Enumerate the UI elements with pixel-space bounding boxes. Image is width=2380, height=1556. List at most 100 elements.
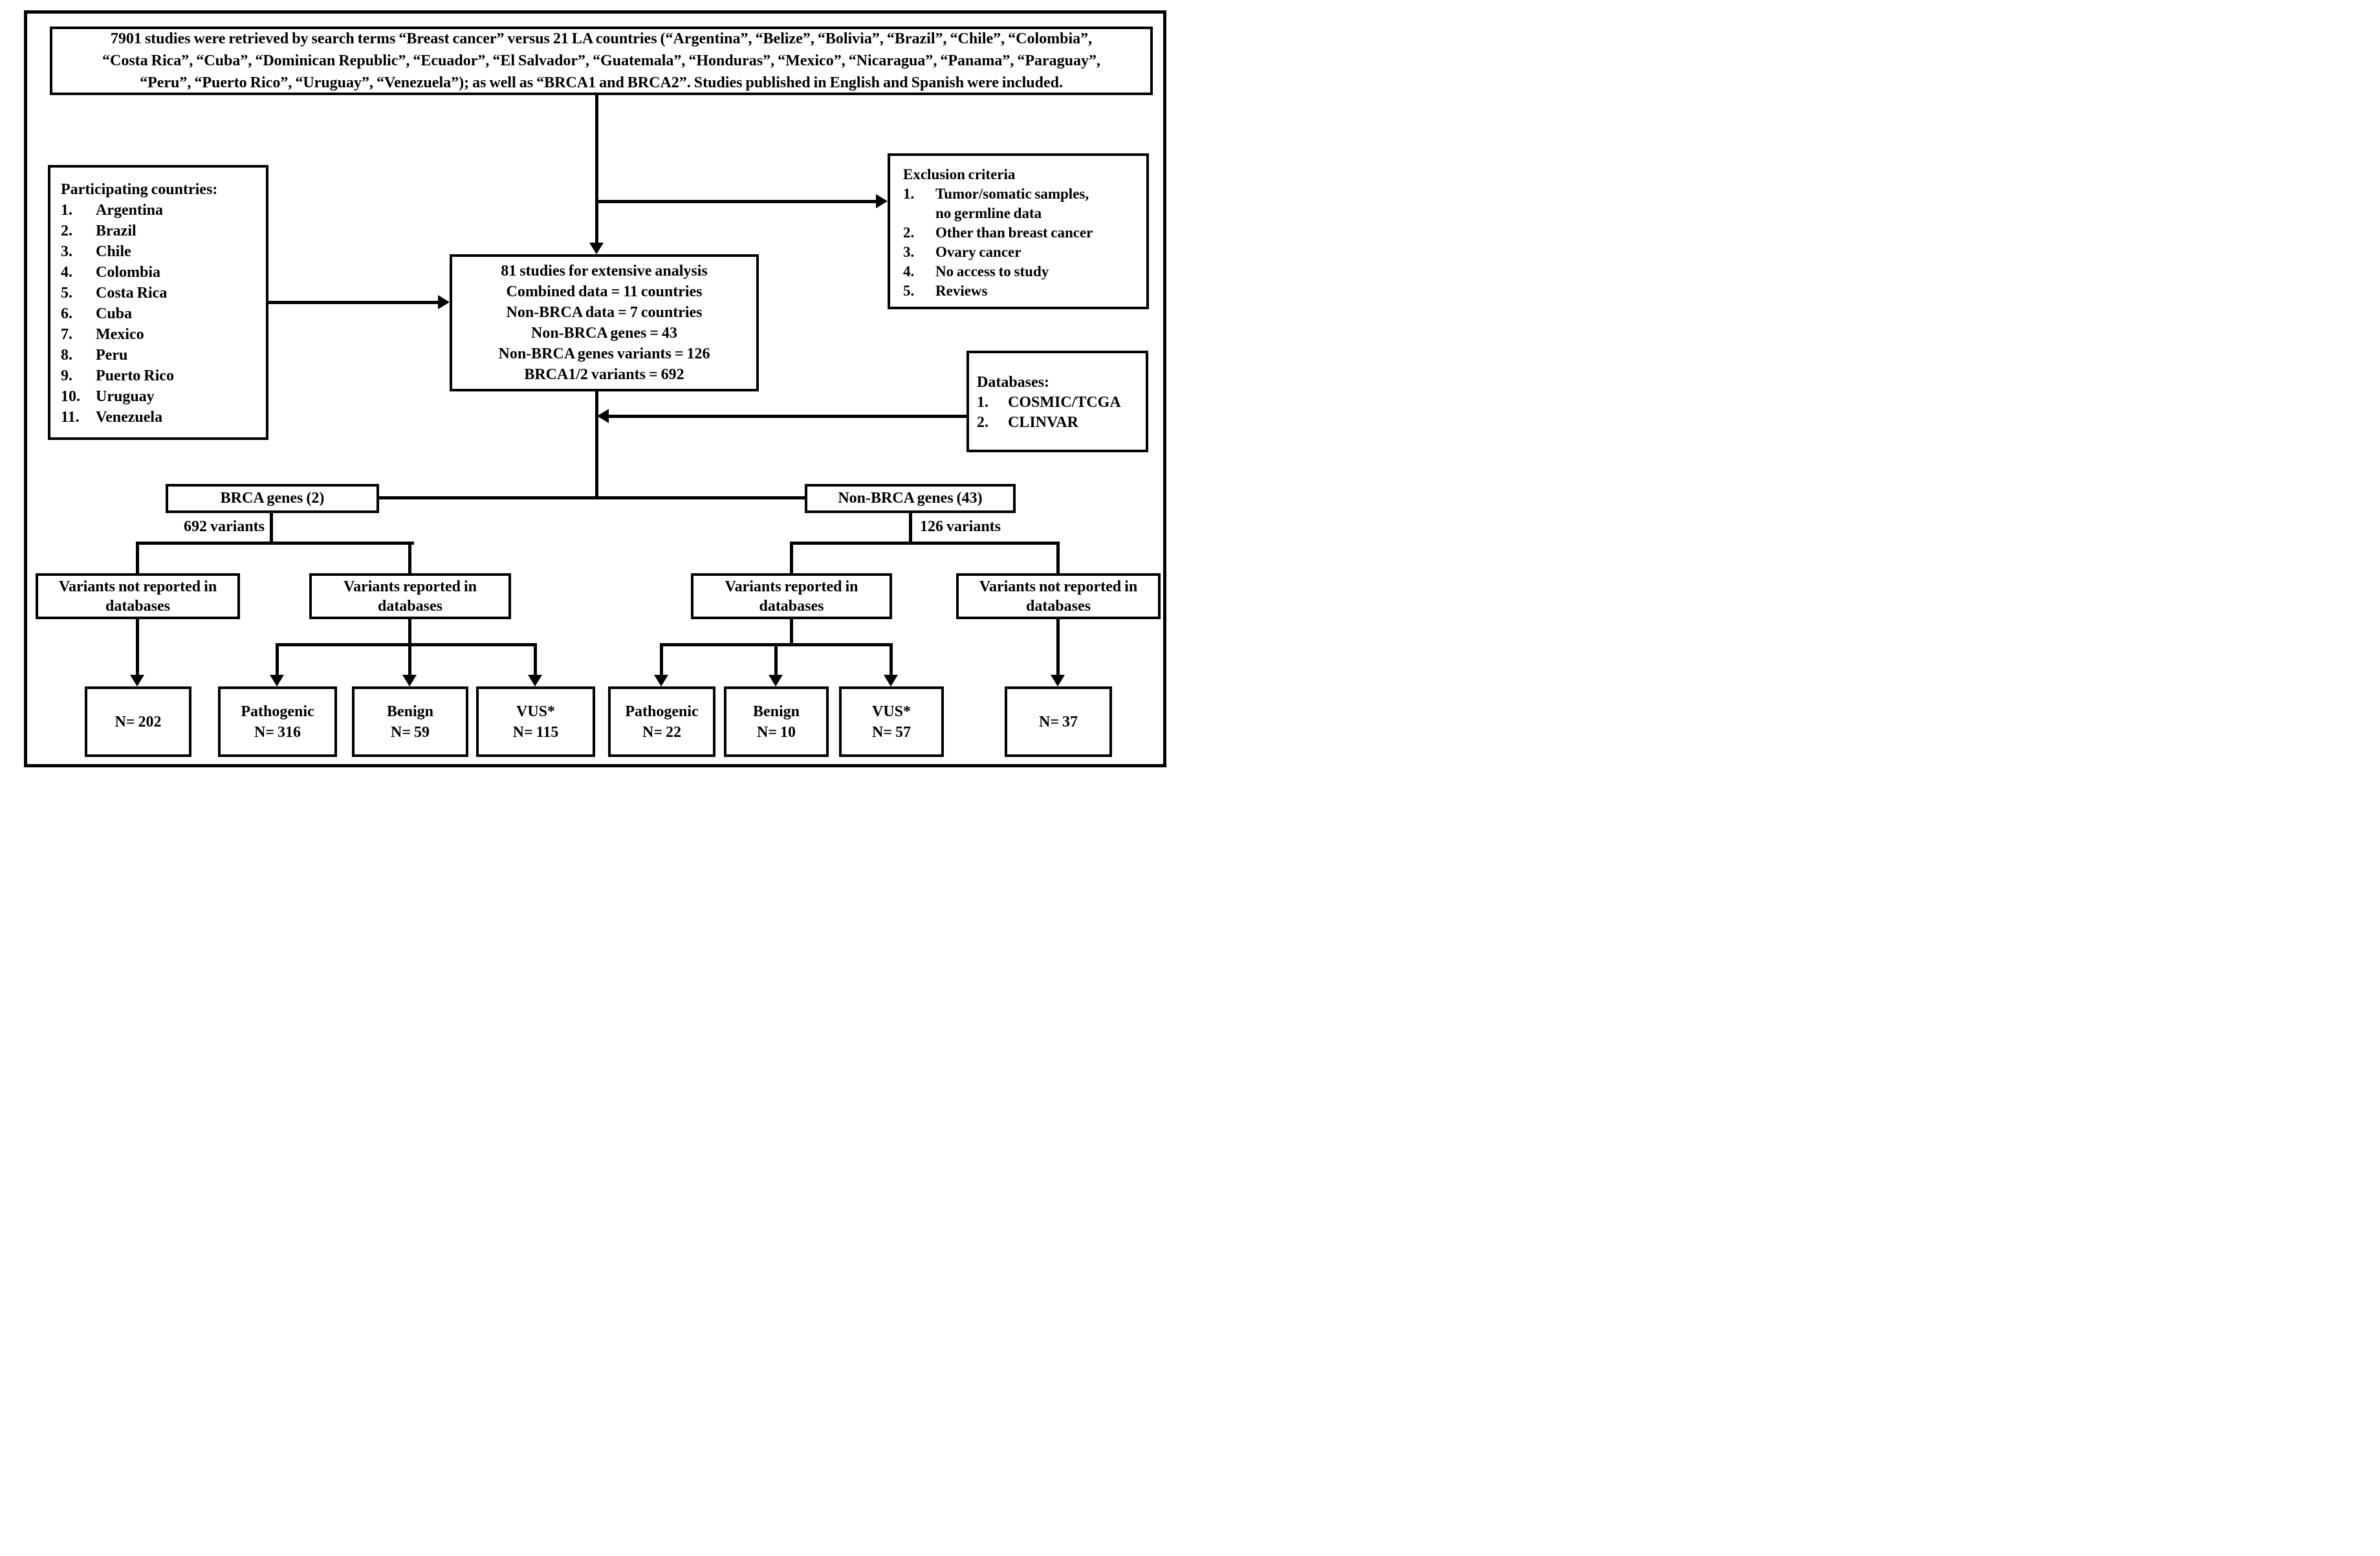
connector-to-pathogenic-left xyxy=(276,646,279,675)
analysis-line-nonbrca-variants: Non-BRCA genes variants = 126 xyxy=(498,345,710,362)
list-item-text: Colombia xyxy=(96,264,161,281)
connector-countries-to-analysis xyxy=(268,301,440,304)
nonbrca-not-reported-box: Variants not reported in databases xyxy=(956,573,1161,619)
list-item: 1. Tumor/somatic samples, no germline dat… xyxy=(903,184,1089,223)
classification-label: Pathogenic xyxy=(241,703,314,720)
count-value: N= 59 xyxy=(390,723,430,741)
list-item: 1. Argentina xyxy=(61,200,163,221)
list-item-text: Argentina xyxy=(96,202,163,219)
connector-brca-split-left-stub xyxy=(136,542,139,573)
arrowhead-into-benign-left xyxy=(402,675,417,686)
list-item: 10. Uruguay xyxy=(61,386,155,407)
list-item: 3. Ovary cancer xyxy=(903,243,1021,262)
connector-nonbrca-split-left-stub xyxy=(790,542,793,573)
list-item-number: 2. xyxy=(977,414,988,431)
list-item: 6.Cuba xyxy=(61,303,132,324)
analysis-summary-box: 81 studies for extensive analysis Combin… xyxy=(450,254,759,391)
list-item-text: Tumor/somatic samples, no germline data xyxy=(935,186,1089,221)
classification-label: VUS* xyxy=(871,703,911,720)
arrowhead-into-benign-right xyxy=(769,675,783,686)
list-item-number: 9. xyxy=(61,367,72,384)
analysis-line-studies: 81 studies for extensive analysis xyxy=(501,263,708,279)
analysis-line-combined: Combined data = 11 countries xyxy=(506,283,703,300)
connector-brca-notreported-drop xyxy=(136,619,139,675)
brca-genes-label: BRCA genes (2) xyxy=(220,490,325,507)
connector-brca-classification-split xyxy=(276,643,537,646)
list-item-text: Puerto Rico xyxy=(96,367,174,384)
analysis-line-brca-variants: BRCA1/2 variants = 692 xyxy=(524,366,684,383)
connector-gene-boxes xyxy=(379,496,805,499)
list-item-number: 8. xyxy=(61,347,72,364)
list-item-text: Mexico xyxy=(96,326,144,343)
connector-nonbrca-notreported-drop xyxy=(1056,619,1060,675)
nonbrca-not-reported-label: Variants not reported in databases xyxy=(979,578,1138,615)
list-item-text: Reviews xyxy=(935,283,988,299)
list-item: 5.Costa Rica xyxy=(61,283,167,303)
connector-to-vus-right xyxy=(890,646,893,675)
list-item-number: 2. xyxy=(903,225,915,241)
brca-not-reported-box: Variants not reported in databases xyxy=(36,573,240,619)
connector-to-pathogenic-right xyxy=(660,646,663,675)
brca-not-reported-count-box: N= 202 xyxy=(85,686,191,757)
brca-benign-box: Benign N= 59 xyxy=(352,686,468,757)
connector-to-benign-right xyxy=(774,646,778,675)
count-value: N= 37 xyxy=(1038,713,1078,730)
brca-reported-label: Variants reported in databases xyxy=(343,578,477,615)
list-item-number: 1. xyxy=(977,394,988,411)
connector-brca-reported-drop xyxy=(408,619,411,646)
arrowhead-into-exclusion-box xyxy=(876,194,888,208)
brca-reported-box: Variants reported in databases xyxy=(309,573,511,619)
nonbrca-genes-box: Non-BRCA genes (43) xyxy=(805,484,1016,513)
list-item: 2.CLINVAR xyxy=(977,413,1078,433)
nonbrca-variants-count-label: 126 variants xyxy=(920,518,1001,535)
nonbrca-not-reported-count-box: N= 37 xyxy=(1005,686,1112,757)
count-value: N= 202 xyxy=(115,713,162,730)
arrowhead-into-vus-right xyxy=(884,675,898,686)
nonbrca-reported-label: Variants reported in databases xyxy=(725,578,858,615)
list-item-text: Uruguay xyxy=(96,388,155,405)
arrowhead-into-n202 xyxy=(130,675,144,686)
analysis-line-nonbrca-genes: Non-BRCA genes = 43 xyxy=(530,325,678,342)
search-summary-line-3: “Peru”, “Puerto Rico”, “Uruguay”, “Venez… xyxy=(140,74,1063,91)
exclusion-criteria-title: Exclusion criteria xyxy=(903,166,1016,182)
list-item-number: 2. xyxy=(61,223,72,239)
list-item-number: 1. xyxy=(61,202,72,219)
brca-pathogenic-box: Pathogenic N= 316 xyxy=(218,686,337,757)
connector-nonbrca-classification-split xyxy=(660,643,893,646)
connector-nonbrca-split-right-stub xyxy=(1056,542,1060,573)
list-item: 2.Brazil xyxy=(61,221,136,241)
participating-countries-title: Participating countries: xyxy=(61,181,218,198)
nonbrca-vus-box: VUS* N= 57 xyxy=(839,686,944,757)
search-summary-line-2: “Costa Rica”, “Cuba”, “Dominican Republi… xyxy=(102,52,1101,69)
count-value: N= 10 xyxy=(756,723,796,741)
list-item-number: 10. xyxy=(61,388,80,405)
connector-nonbrca-reported-drop xyxy=(790,619,793,646)
brca-genes-box: BRCA genes (2) xyxy=(166,484,379,513)
list-item-text: Costa Rica xyxy=(96,285,168,301)
arrowhead-into-pathogenic-right xyxy=(654,675,668,686)
arrowhead-into-pathogenic-left xyxy=(270,675,284,686)
list-item-number: 3. xyxy=(903,244,915,260)
connector-databases-to-main xyxy=(609,415,966,418)
connector-nonbrca-split xyxy=(790,542,1060,545)
count-value: N= 115 xyxy=(512,723,559,741)
outer-frame xyxy=(24,10,1166,767)
list-item-number: 3. xyxy=(61,243,72,260)
connector-brca-drop xyxy=(270,513,273,545)
list-item: 11.Venezuela xyxy=(61,407,162,428)
classification-label: Benign xyxy=(386,703,434,720)
list-item-number: 4. xyxy=(903,263,915,279)
flow-diagram: 7901 studies were retrieved by search te… xyxy=(0,0,1190,778)
arrowhead-countries-into-analysis xyxy=(438,295,450,309)
brca-variants-count-label: 692 variants xyxy=(184,518,265,535)
list-item-text: Ovary cancer xyxy=(935,244,1021,260)
list-item-text: Chile xyxy=(96,243,131,260)
classification-label: Benign xyxy=(752,703,800,720)
list-item-number: 7. xyxy=(61,326,72,343)
arrowhead-databases-into-main xyxy=(597,409,609,423)
list-item-number: 4. xyxy=(61,264,72,281)
list-item-number: 1. xyxy=(903,186,915,202)
count-value: N= 316 xyxy=(254,723,301,741)
nonbrca-genes-label: Non-BRCA genes (43) xyxy=(838,490,983,507)
list-item-number: 6. xyxy=(61,305,72,322)
